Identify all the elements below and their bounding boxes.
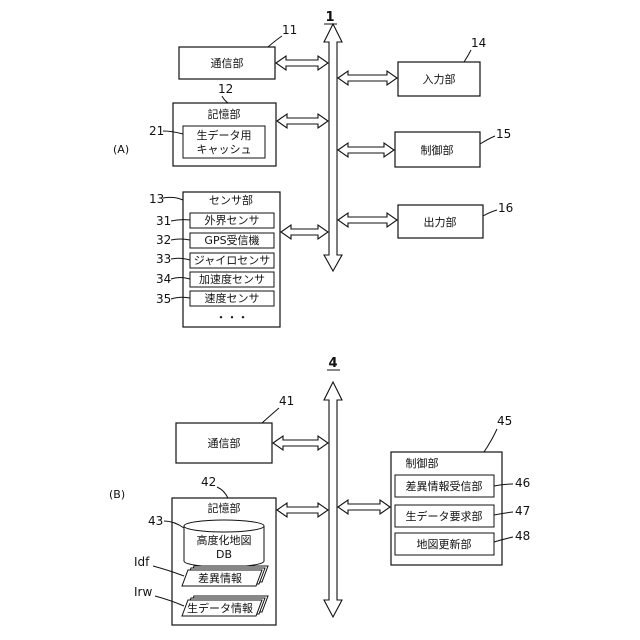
diff-receiver-ref: 46: [515, 476, 530, 490]
arrow-bus-output: [338, 213, 397, 227]
sensor-item-accel-label: 加速度センサ: [199, 272, 265, 286]
arrow-bus-control-a: [338, 143, 394, 157]
control-unit-b-label: 制御部: [406, 456, 439, 470]
sensor-unit-label: センサ部: [209, 193, 253, 207]
arrow-comm-bus-b: [273, 436, 328, 450]
storage-unit-b-ref: 42: [201, 475, 216, 489]
map-updater-ref: 48: [515, 529, 530, 543]
comm-unit-a-ref: 11: [282, 23, 297, 37]
sensor-item-gps-label: GPS受信機: [204, 233, 259, 247]
control-unit-b-leader: [484, 429, 497, 452]
map-db-cylinder-top: [184, 520, 264, 532]
arrow-storage-bus-a: [277, 114, 328, 128]
comm-unit-a-label: 通信部: [211, 56, 244, 70]
sensor-item-speed-label: 速度センサ: [205, 291, 260, 305]
raw-request-ref: 47: [515, 504, 530, 518]
diff-receiver-label: 差異情報受信部: [406, 479, 483, 493]
comm-unit-a-leader: [268, 36, 282, 47]
raw-data-ref: Irw: [134, 585, 152, 599]
control-unit-a-label: 制御部: [421, 143, 454, 157]
figure-b: 4 (B) 通信部 41 記憶部 42 高度化地図 DB 43 差異情報 Idf: [109, 356, 530, 625]
sensor-item-gps-leader: [171, 239, 190, 240]
map-db-ref: 43: [148, 514, 163, 528]
sensor-ellipsis: ・・・: [216, 311, 249, 324]
arrow-bus-control-b: [338, 500, 390, 514]
figure-a: 1 (A) 通信部 11 記憶部 12 生データ用 キャッシュ 21 センサ部 …: [113, 10, 513, 327]
sensor-unit-ref: 13: [149, 192, 164, 206]
comm-unit-b-leader: [262, 408, 279, 423]
output-unit-label: 出力部: [424, 215, 457, 229]
cache-line-1: 生データ用: [197, 128, 252, 142]
raw-data-label: 生データ情報: [187, 601, 253, 615]
sensor-item-speed-ref: 35: [156, 292, 171, 306]
storage-unit-b-leader: [217, 487, 228, 498]
cache-line-2: キャッシュ: [197, 143, 252, 156]
sensor-item-external-ref: 31: [156, 214, 171, 228]
arrow-comm-bus-a: [276, 56, 328, 70]
sensor-item-gps-ref: 32: [156, 233, 171, 247]
bus-b: [324, 382, 342, 617]
arrow-sensor-bus: [281, 225, 328, 239]
arrow-storage-bus-b: [277, 503, 328, 517]
figure-b-title: 4: [328, 356, 337, 371]
cache-ref: 21: [149, 124, 164, 138]
output-unit-leader: [483, 210, 497, 216]
control-unit-a-ref: 15: [496, 127, 511, 141]
storage-unit-a-ref: 12: [218, 82, 233, 96]
storage-unit-a-label: 記憶部: [208, 107, 241, 121]
storage-unit-a-leader: [222, 96, 228, 103]
sensor-item-accel-ref: 34: [156, 272, 171, 286]
diff-info-label: 差異情報: [198, 571, 242, 585]
raw-request-label: 生データ要求部: [406, 509, 483, 523]
sensor-item-external-label: 外界センサ: [205, 214, 260, 227]
map-db-line-1: 高度化地図: [197, 533, 252, 547]
output-unit-ref: 16: [498, 201, 513, 215]
figure-a-panel-label: (A): [113, 143, 129, 156]
input-unit-ref: 14: [471, 36, 486, 50]
map-db-line-2: DB: [216, 548, 232, 561]
comm-unit-b-ref: 41: [279, 394, 294, 408]
comm-unit-b-label: 通信部: [208, 436, 241, 450]
figure-a-title: 1: [325, 10, 334, 25]
storage-unit-b-label: 記憶部: [208, 501, 241, 515]
diff-info-ref: Idf: [134, 555, 150, 569]
control-unit-b-ref: 45: [497, 414, 512, 428]
input-unit-label: 入力部: [423, 72, 456, 86]
sensor-item-gyro-ref: 33: [156, 252, 171, 266]
input-unit-leader: [464, 50, 471, 62]
map-updater-label: 地図更新部: [417, 537, 472, 551]
bus-a: [324, 24, 342, 271]
sensor-unit-leader: [163, 197, 183, 200]
arrow-bus-input: [338, 71, 397, 85]
figure-b-panel-label: (B): [109, 488, 125, 501]
control-unit-a-leader: [480, 136, 495, 144]
sensor-item-gyro-label: ジャイロセンサ: [194, 254, 270, 267]
